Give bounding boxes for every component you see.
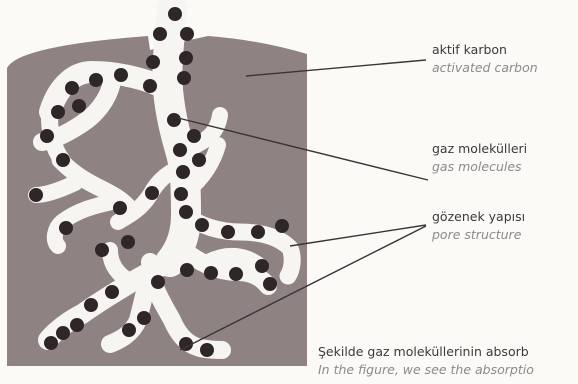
gas-molecule: [174, 187, 188, 201]
gas-molecule: [29, 188, 43, 202]
gas-molecule: [113, 201, 127, 215]
gas-molecule: [179, 51, 193, 65]
gas-molecule: [122, 323, 136, 337]
gas-molecule: [40, 129, 54, 143]
gas-molecule: [145, 186, 159, 200]
gas-label-en: gas molecules: [432, 159, 522, 174]
gas-molecule: [167, 113, 181, 127]
gas-molecule: [176, 165, 190, 179]
caption-tr: Şekilde gaz moleküllerinin absorb: [318, 344, 529, 359]
gas-molecule: [95, 243, 109, 257]
gas-molecule: [168, 7, 182, 21]
gas-molecule: [89, 73, 103, 87]
gas-molecule: [204, 266, 218, 280]
pore-label-en: pore structure: [432, 227, 521, 242]
gas-molecule: [179, 205, 193, 219]
gas-molecule: [59, 221, 73, 235]
gas-molecule: [151, 275, 165, 289]
gas-molecule: [146, 55, 160, 69]
gas-molecule: [105, 285, 119, 299]
caption-en: In the figure, we see the absorptio: [318, 362, 534, 377]
gas-molecule: [137, 311, 151, 325]
gas-molecule: [56, 326, 70, 340]
gas-molecule: [177, 71, 191, 85]
gas-molecule: [44, 336, 58, 350]
pore-label-tr: gözenek yapısı: [432, 209, 525, 224]
gas-molecule: [173, 143, 187, 157]
gas-molecule: [84, 298, 98, 312]
gas-label-tr: gaz molekülleri: [432, 141, 527, 156]
gas-molecule: [200, 343, 214, 357]
carbon-label-tr: aktif karbon: [432, 42, 507, 57]
gas-molecule: [56, 153, 70, 167]
gas-molecule: [251, 225, 265, 239]
gas-molecule: [229, 267, 243, 281]
carbon-label-en: activated carbon: [432, 60, 538, 75]
gas-molecule: [65, 81, 79, 95]
gas-molecule: [180, 263, 194, 277]
gas-molecule: [187, 129, 201, 143]
gas-molecule: [72, 99, 86, 113]
gas-molecule: [192, 153, 206, 167]
gas-molecule: [263, 277, 277, 291]
gas-molecule: [114, 68, 128, 82]
gas-molecule: [221, 225, 235, 239]
gas-molecule: [143, 79, 157, 93]
gas-molecule: [275, 219, 289, 233]
gas-molecule: [255, 259, 269, 273]
gas-molecule: [153, 27, 167, 41]
gas-molecule: [70, 318, 84, 332]
gas-molecule: [51, 105, 65, 119]
gas-molecule: [121, 235, 135, 249]
gas-molecule: [180, 27, 194, 41]
gas-molecule: [195, 218, 209, 232]
